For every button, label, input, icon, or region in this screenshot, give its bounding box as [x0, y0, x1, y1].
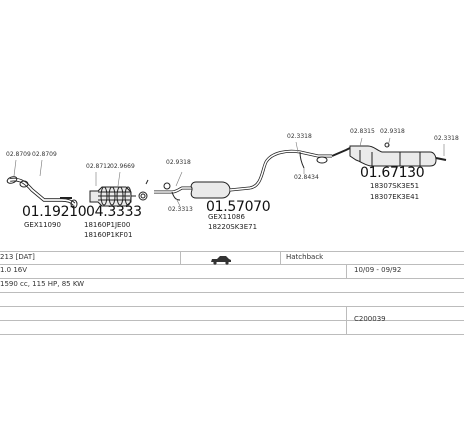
part-tag: 02.9669 [110, 163, 135, 170]
oem-reference: 18160P1JE00 [84, 221, 131, 229]
table-divider [0, 292, 464, 293]
oem-reference: GEX11090 [24, 221, 61, 229]
table-divider [280, 251, 281, 264]
part-tag: 02.8712 [86, 163, 111, 170]
rear-pipe-part[interactable] [249, 149, 332, 190]
table-divider [346, 306, 347, 334]
part-tag: 02.8434 [294, 174, 319, 181]
catalytic-converter-part[interactable] [89, 186, 136, 207]
engine: 1.0 16V [0, 266, 28, 274]
part-tag: 02.3318 [434, 135, 459, 142]
intermediate-pipe-part[interactable] [154, 182, 192, 201]
gasket-part[interactable] [138, 179, 149, 201]
oem-reference: 18160P1KF01 [84, 231, 133, 239]
table-divider [0, 278, 464, 279]
rear-silencer-part[interactable] [331, 142, 447, 167]
centre-silencer-part[interactable] [190, 181, 251, 199]
vehicle-model: 213 [DAT] [0, 253, 35, 261]
part-tag: 02.3318 [287, 133, 312, 140]
part-number[interactable]: 01.57070 [206, 199, 271, 215]
part-tag: 02.8315 [350, 128, 375, 135]
part-tag: 02.9318 [380, 128, 405, 135]
table-divider [180, 251, 181, 264]
table-divider [0, 334, 464, 335]
oem-reference: 18220SK3E71 [208, 223, 258, 231]
table-divider [0, 320, 464, 321]
part-number[interactable]: 04.3333 [86, 204, 142, 220]
body-type: Hatchback [286, 253, 324, 261]
car-hatchback-icon [211, 256, 231, 265]
part-tag: 02.9318 [166, 159, 191, 166]
table-divider [0, 306, 464, 307]
oem-reference: 18307EK3E41 [370, 193, 420, 201]
engine-spec: 1590 cc, 115 HP, 85 KW [0, 280, 85, 288]
table-divider [0, 264, 464, 265]
oem-reference: GEX11086 [208, 213, 245, 221]
front-downpipe-part[interactable] [6, 175, 78, 209]
table-divider [0, 251, 464, 252]
part-number[interactable]: 01.67130 [360, 165, 425, 181]
part-number[interactable]: 01.19210 [22, 204, 87, 220]
part-tag: 02.8709 [32, 151, 57, 158]
oem-reference: 18307SK3E51 [370, 182, 420, 190]
leader-lines [13, 137, 445, 207]
part-tag: 02.3313 [168, 206, 193, 213]
production-years: 10/09 - 09/92 [354, 266, 402, 274]
table-divider [346, 264, 347, 278]
part-tag: 02.8709 [6, 151, 31, 158]
catalogue-id: C200039 [354, 315, 386, 323]
